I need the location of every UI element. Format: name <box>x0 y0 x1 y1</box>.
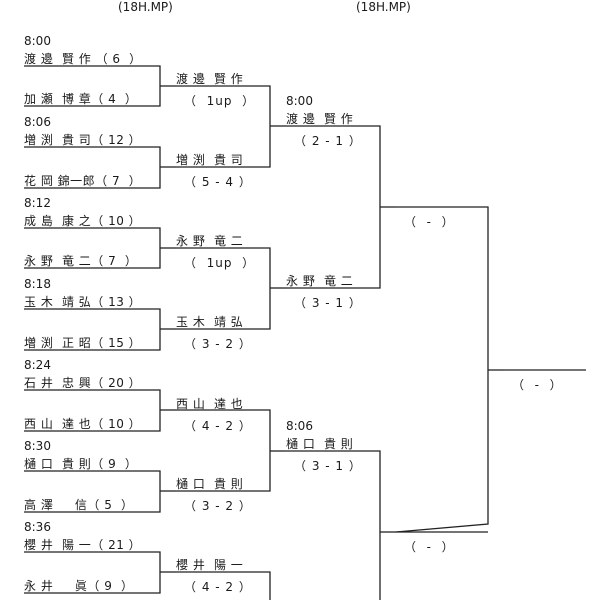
bracket-connector <box>24 146 161 189</box>
bracket-connector <box>24 65 161 107</box>
round3-winner: 渡 邊 賢 作 <box>286 112 354 126</box>
match-time: 8:30 <box>24 439 51 453</box>
round2-winner: 増 渕 貴 司 <box>176 153 244 167</box>
round3-winner: 樋 口 貴 則 <box>286 437 354 451</box>
player-entry: 石 井 忠 興（ 20 ） <box>24 376 142 390</box>
match-time: 8:00 <box>286 94 313 108</box>
match-time: 8:06 <box>286 419 313 433</box>
bracket-connector <box>176 247 271 330</box>
round2-winner: 樋 口 貴 則 <box>176 477 244 491</box>
round5-score: （ - ） <box>512 378 563 392</box>
bracket-connector <box>24 308 161 351</box>
bracket-connector <box>176 85 271 168</box>
player-entry: 加 瀬 博 章（ 4 ） <box>24 92 138 106</box>
round3-winner: 永 野 竜 二 <box>286 274 354 288</box>
player-entry: 増 渕 正 昭（ 15 ） <box>24 336 142 350</box>
player-entry: 花 岡 錦一郎（ 7 ） <box>24 174 142 188</box>
bracket-connector <box>286 125 381 289</box>
round4-score: （ - ） <box>404 540 455 554</box>
round2-format-header: (18H.MP) <box>356 0 411 14</box>
player-entry: 玉 木 靖 弘（ 13 ） <box>24 295 142 309</box>
round2-winner: 永 野 竜 二 <box>176 234 244 248</box>
round2-score: （ 3 - 2 ） <box>184 337 252 351</box>
match-time: 8:12 <box>24 196 51 210</box>
bracket-connector <box>286 450 381 600</box>
player-entry: 樋 口 貴 則（ 9 ） <box>24 457 138 471</box>
bracket-connector <box>24 227 161 269</box>
match-time: 8:36 <box>24 520 51 534</box>
round2-winner: 渡 邊 賢 作 <box>176 72 244 86</box>
match-time: 8:06 <box>24 115 51 129</box>
match-time: 8:24 <box>24 358 51 372</box>
round4-score: （ - ） <box>404 215 455 229</box>
round2-winner: 櫻 井 陽 一 <box>176 558 244 572</box>
round2-score: （ 5 - 4 ） <box>184 175 252 189</box>
round3-score: （ 3 - 1 ） <box>294 459 362 473</box>
player-entry: 永 井 眞（ 9 ） <box>24 579 134 593</box>
bracket-connector <box>24 470 161 513</box>
player-entry: 高 澤 信（ 5 ） <box>24 498 134 512</box>
player-entry: 西 山 達 也（ 10 ） <box>24 417 142 431</box>
player-entry: 成 島 康 之（ 10 ） <box>24 214 142 228</box>
player-entry: 永 野 竜 二（ 7 ） <box>24 254 138 268</box>
round2-score: （ 1up ） <box>184 94 256 108</box>
bracket-connector <box>395 206 489 533</box>
round2-score: （ 3 - 2 ） <box>184 499 252 513</box>
player-entry: 櫻 井 陽 一（ 21 ） <box>24 538 142 552</box>
round3-score: （ 2 - 1 ） <box>294 134 362 148</box>
round2-score: （ 1up ） <box>184 256 256 270</box>
round2-winner: 玉 木 靖 弘 <box>176 315 244 329</box>
round2-winner: 西 山 達 也 <box>176 397 244 411</box>
bracket-connector <box>24 389 161 432</box>
round3-score: （ 3 - 1 ） <box>294 296 362 310</box>
match-time: 8:18 <box>24 277 51 291</box>
bracket-connector <box>176 571 271 600</box>
player-entry: 増 渕 貴 司（ 12 ） <box>24 133 142 147</box>
player-entry: 渡 邊 賢 作 （ 6 ） <box>24 52 142 66</box>
round2-score: （ 4 - 2 ） <box>184 419 252 433</box>
match-time: 8:00 <box>24 34 51 48</box>
bracket-connector <box>24 551 161 594</box>
round1-format-header: (18H.MP) <box>118 0 173 14</box>
bracket-connector <box>176 409 271 492</box>
round2-score: （ 4 - 2 ） <box>184 580 252 594</box>
